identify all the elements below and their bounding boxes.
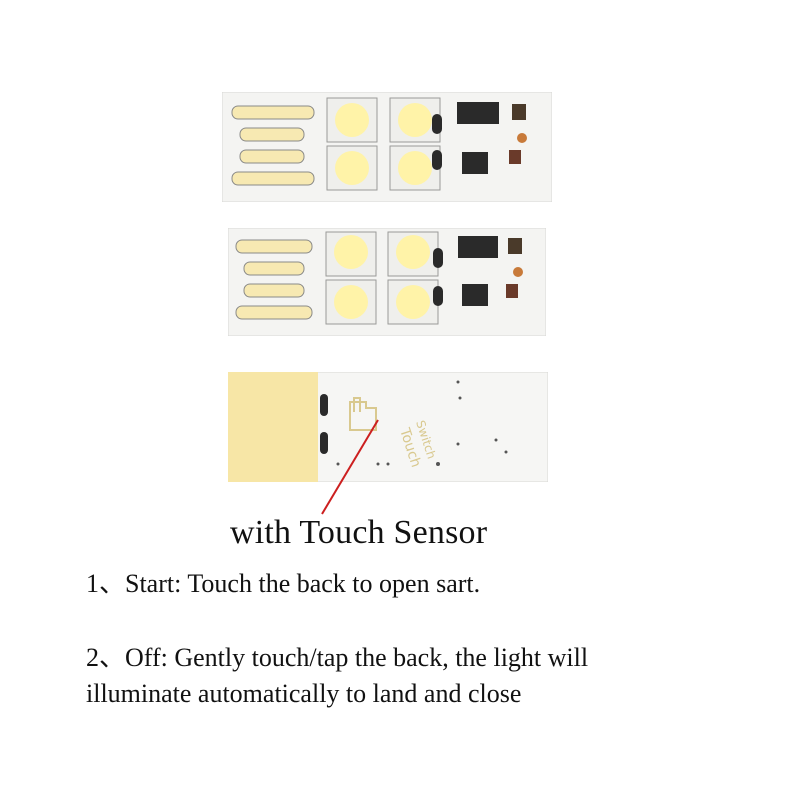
led-board-back: Touch Switch: [228, 372, 548, 482]
led-array: [325, 231, 439, 325]
usb-contacts: [231, 105, 315, 186]
led-array: [326, 97, 441, 191]
usb-contacts: [235, 239, 313, 320]
led-board-front-top: [222, 92, 552, 202]
step-2-text-continued: illuminate automatically to land and clo…: [86, 679, 522, 708]
components: [433, 236, 523, 306]
step-1-text: 1、Start: Touch the back to open sart.: [86, 569, 481, 598]
usb-contact-pad: [228, 372, 318, 482]
dots: [336, 380, 508, 466]
led-board-front-middle: [228, 228, 546, 336]
callout-label: with Touch Sensor: [230, 514, 488, 551]
step-2-text: 2、Off: Gently touch/tap the back, the li…: [86, 643, 589, 672]
touch-icon: [349, 397, 377, 431]
components: [432, 102, 527, 174]
